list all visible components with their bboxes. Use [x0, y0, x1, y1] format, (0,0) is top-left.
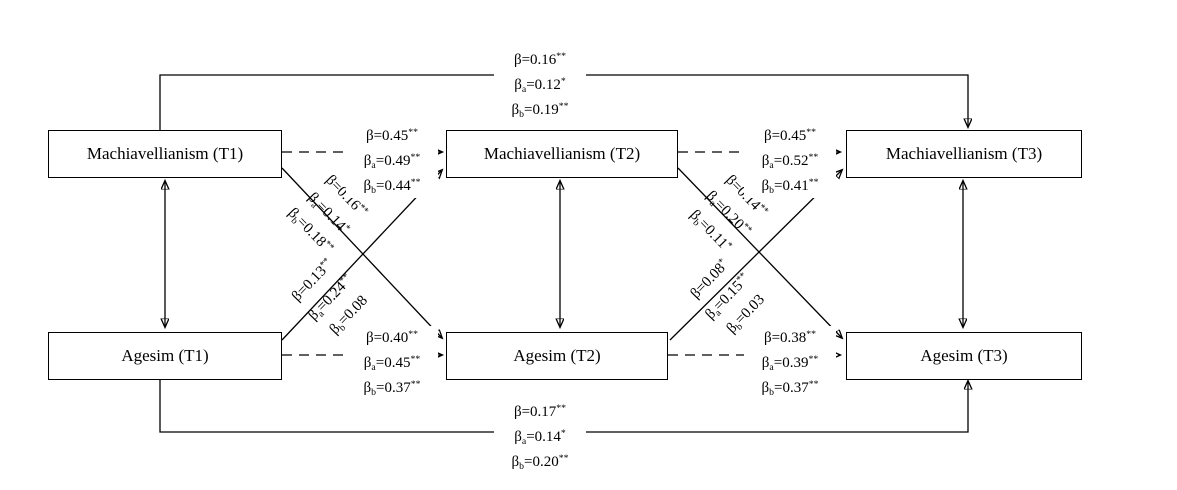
- box-mach-t1: Machiavellianism (T1): [48, 130, 282, 178]
- coef-line: β=0.17**: [513, 403, 567, 420]
- coef-line: βa=0.14*: [514, 427, 566, 447]
- coef-line: βb=0.44**: [363, 176, 421, 196]
- coef-line: β=0.40**: [365, 329, 419, 346]
- coef-line: βb=0.19**: [511, 100, 569, 120]
- label-mach-t2-t3: β=0.45** βa=0.52** βb=0.41**: [744, 124, 836, 199]
- coef-line: βb=0.37**: [761, 378, 819, 398]
- label-age-t1-t3: β=0.17** βa=0.14* βb=0.20**: [494, 400, 586, 475]
- coef-line: β=0.16**: [513, 51, 567, 68]
- label-age-t2-t3: β=0.38** βa=0.39** βb=0.37**: [744, 326, 836, 401]
- arrow-mach-t1-to-age-t2: [281, 167, 442, 338]
- box-mach-t2: Machiavellianism (T2): [446, 130, 678, 178]
- label-mach-t1-t3: β=0.16** βa=0.12* βb=0.19**: [494, 48, 586, 123]
- coef-line: βa=0.52**: [761, 151, 819, 171]
- arrow-mach-t2-to-age-t3: [677, 167, 842, 338]
- label-mach-t1-t2: β=0.45** βa=0.49** βb=0.44**: [346, 124, 438, 199]
- box-mach-t3: Machiavellianism (T3): [846, 130, 1082, 178]
- coef-line: βa=0.49**: [363, 151, 421, 171]
- coef-line: βb=0.20**: [511, 452, 569, 472]
- box-age-t1: Agesim (T1): [48, 332, 282, 380]
- coef-line: βb=0.37**: [363, 378, 421, 398]
- coef-line: β=0.45**: [365, 127, 419, 144]
- coef-line: βb=0.41**: [761, 176, 819, 196]
- label-age-t1-t2: β=0.40** βa=0.45** βb=0.37**: [346, 326, 438, 401]
- coef-line: βa=0.12*: [514, 75, 566, 95]
- coef-line: βa=0.45**: [363, 353, 421, 373]
- box-age-t3: Agesim (T3): [846, 332, 1082, 380]
- coef-line: β=0.38**: [763, 329, 817, 346]
- coef-line: β=0.45**: [763, 127, 817, 144]
- coef-line: βa=0.39**: [761, 353, 819, 373]
- box-age-t2: Agesim (T2): [446, 332, 668, 380]
